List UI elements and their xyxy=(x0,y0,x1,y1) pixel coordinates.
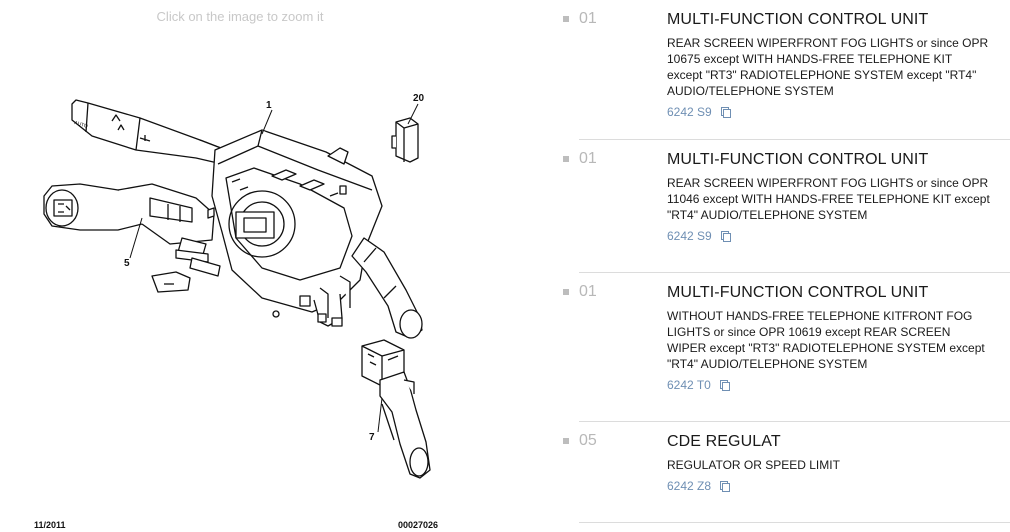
bullet-icon xyxy=(563,16,569,22)
control-unit-drawing xyxy=(211,129,383,327)
part-title: MULTI-FUNCTION CONTROL UNIT xyxy=(667,11,929,28)
light-stalk-drawing xyxy=(351,237,423,339)
part-reference-link[interactable]: 6242 S9 xyxy=(667,104,990,120)
callout-20: 20 xyxy=(413,93,425,104)
copy-icon[interactable] xyxy=(720,106,731,118)
bullet-icon xyxy=(563,438,569,444)
part-title: MULTI-FUNCTION CONTROL UNIT xyxy=(667,284,929,301)
exploded-diagram[interactable]: Click on the image to zoom it AUTO xyxy=(0,0,480,532)
callout-5: 5 xyxy=(124,258,130,269)
parts-list: 01 MULTI-FUNCTION CONTROL UNIT REAR SCRE… xyxy=(560,0,1010,523)
part-description: REAR SCREEN WIPERFRONT FOG LIGHTS or sin… xyxy=(667,36,989,98)
part-item: 01 MULTI-FUNCTION CONTROL UNIT REAR SCRE… xyxy=(563,0,1010,140)
part-title: MULTI-FUNCTION CONTROL UNIT xyxy=(667,151,929,168)
part-item: 01 MULTI-FUNCTION CONTROL UNIT WITHOUT H… xyxy=(563,273,1010,422)
wiper-stalk-drawing: AUTO xyxy=(71,99,233,171)
copy-icon[interactable] xyxy=(720,230,731,242)
copy-icon[interactable] xyxy=(720,480,731,492)
part-reference[interactable]: 6242 S9 xyxy=(667,105,712,119)
diagram-drawing: AUTO xyxy=(43,93,431,479)
part-item: 01 MULTI-FUNCTION CONTROL UNIT REAR SCRE… xyxy=(563,140,1010,273)
part-reference-link[interactable]: 6242 S9 xyxy=(667,228,990,244)
part-reference[interactable]: 6242 S9 xyxy=(667,229,712,243)
part-reference[interactable]: 6242 Z8 xyxy=(667,479,712,493)
cruise-stalk-drawing xyxy=(43,183,221,293)
part-reference[interactable]: 6242 T0 xyxy=(667,378,711,392)
part-title: CDE REGULAT xyxy=(667,433,781,450)
part-reference-link[interactable]: 6242 T0 xyxy=(667,377,990,393)
part-quantity: 01 xyxy=(579,10,597,27)
part-7-drawing xyxy=(361,339,431,479)
diagram-date: 11/2011 xyxy=(34,520,66,530)
part-item: 05 CDE REGULAT REGULATOR OR SPEED LIMIT … xyxy=(563,422,1010,523)
bullet-icon xyxy=(563,156,569,162)
part-quantity: 01 xyxy=(579,150,597,167)
zoom-hint: Click on the image to zoom it xyxy=(156,9,324,24)
bullet-icon xyxy=(563,289,569,295)
part-description: REGULATOR OR SPEED LIMIT xyxy=(667,458,840,472)
part-quantity: 05 xyxy=(579,432,597,449)
part-20-drawing xyxy=(391,117,419,163)
part-description: REAR SCREEN WIPERFRONT FOG LIGHTS or sin… xyxy=(667,176,990,222)
part-quantity: 01 xyxy=(579,283,597,300)
callout-7: 7 xyxy=(369,432,375,443)
copy-icon[interactable] xyxy=(719,379,730,391)
part-description: WITHOUT HANDS-FREE TELEPHONE KITFRONT FO… xyxy=(667,309,985,371)
stalk-auto-label: AUTO xyxy=(73,120,88,130)
diagram-code: 00027026 xyxy=(398,520,439,530)
part-reference-link[interactable]: 6242 Z8 xyxy=(667,478,990,494)
callout-1: 1 xyxy=(266,100,272,111)
